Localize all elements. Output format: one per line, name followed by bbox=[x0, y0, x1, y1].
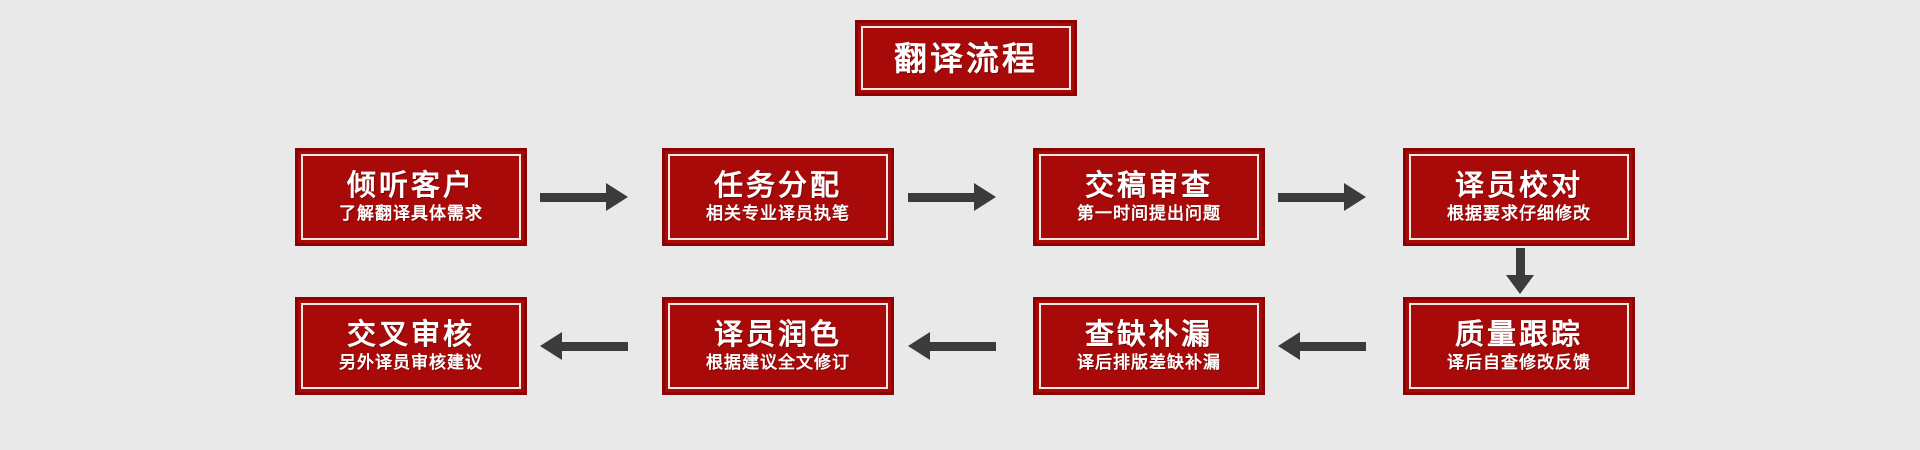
arrow-shaft bbox=[562, 341, 628, 351]
arrow-down-icon-step4-to-step5 bbox=[1506, 248, 1534, 294]
arrow-head bbox=[1278, 332, 1300, 360]
step-subtitle: 了解翻译具体需求 bbox=[339, 204, 483, 224]
step-box-translator-polishing: 译员润色 根据建议全文修订 bbox=[662, 297, 894, 395]
step-box-inner-border: 质量跟踪 译后自查修改反馈 bbox=[1409, 303, 1629, 389]
arrow-head bbox=[1344, 183, 1366, 211]
arrow-shaft bbox=[930, 341, 996, 351]
arrow-shaft bbox=[540, 192, 606, 202]
step-box-inner-border: 交叉审核 另外译员审核建议 bbox=[301, 303, 521, 389]
arrow-left-icon-step7-to-step8 bbox=[540, 332, 628, 360]
arrow-left-icon-step5-to-step6 bbox=[1278, 332, 1366, 360]
step-box-inner-border: 交稿审查 第一时间提出问题 bbox=[1039, 154, 1259, 240]
arrow-left-icon-step6-to-step7 bbox=[908, 332, 996, 360]
step-subtitle: 第一时间提出问题 bbox=[1077, 204, 1221, 224]
arrow-right-icon-step1-to-step2 bbox=[540, 183, 628, 211]
step-subtitle: 根据建议全文修订 bbox=[706, 353, 850, 373]
arrow-right-icon-step2-to-step3 bbox=[908, 183, 996, 211]
step-box-quality-tracking: 质量跟踪 译后自查修改反馈 bbox=[1403, 297, 1635, 395]
step-box-cross-review: 交叉审核 另外译员审核建议 bbox=[295, 297, 527, 395]
step-box-inner-border: 查缺补漏 译后排版差缺补漏 bbox=[1039, 303, 1259, 389]
step-subtitle: 相关专业译员执笔 bbox=[706, 204, 850, 224]
arrow-head bbox=[540, 332, 562, 360]
arrow-shaft bbox=[908, 192, 974, 202]
step-heading: 交叉审核 bbox=[346, 317, 475, 351]
step-heading: 译员校对 bbox=[1454, 168, 1583, 202]
arrow-head bbox=[974, 183, 996, 211]
arrow-head bbox=[606, 183, 628, 211]
step-heading: 交稿审查 bbox=[1084, 168, 1213, 202]
step-subtitle: 译后自查修改反馈 bbox=[1447, 353, 1591, 373]
step-box-task-assignment: 任务分配 相关专业译员执笔 bbox=[662, 148, 894, 246]
step-box-inner-border: 译员校对 根据要求仔细修改 bbox=[1409, 154, 1629, 240]
arrow-shaft bbox=[1515, 248, 1525, 275]
arrow-right-icon-step3-to-step4 bbox=[1278, 183, 1366, 211]
arrow-shaft bbox=[1300, 341, 1366, 351]
step-subtitle: 根据要求仔细修改 bbox=[1447, 204, 1591, 224]
step-box-gap-filling: 查缺补漏 译后排版差缺补漏 bbox=[1033, 297, 1265, 395]
step-heading: 倾听客户 bbox=[346, 168, 475, 202]
step-heading: 查缺补漏 bbox=[1084, 317, 1213, 351]
step-box-inner-border: 任务分配 相关专业译员执笔 bbox=[668, 154, 888, 240]
flowchart-title-text: 翻译流程 bbox=[894, 38, 1038, 78]
arrow-head bbox=[1506, 275, 1534, 294]
step-box-inner-border: 倾听客户 了解翻译具体需求 bbox=[301, 154, 521, 240]
arrow-head bbox=[908, 332, 930, 360]
flowchart-title-box-inner-border: 翻译流程 bbox=[861, 26, 1071, 90]
step-heading: 译员润色 bbox=[713, 317, 842, 351]
step-heading: 质量跟踪 bbox=[1454, 317, 1583, 351]
step-box-listen-to-client: 倾听客户 了解翻译具体需求 bbox=[295, 148, 527, 246]
step-heading: 任务分配 bbox=[713, 168, 842, 202]
arrow-shaft bbox=[1278, 192, 1344, 202]
flowchart-title-box: 翻译流程 bbox=[855, 20, 1077, 96]
step-box-draft-review: 交稿审查 第一时间提出问题 bbox=[1033, 148, 1265, 246]
step-box-inner-border: 译员润色 根据建议全文修订 bbox=[668, 303, 888, 389]
step-subtitle: 译后排版差缺补漏 bbox=[1077, 353, 1221, 373]
step-box-translator-proofreading: 译员校对 根据要求仔细修改 bbox=[1403, 148, 1635, 246]
step-subtitle: 另外译员审核建议 bbox=[339, 353, 483, 373]
